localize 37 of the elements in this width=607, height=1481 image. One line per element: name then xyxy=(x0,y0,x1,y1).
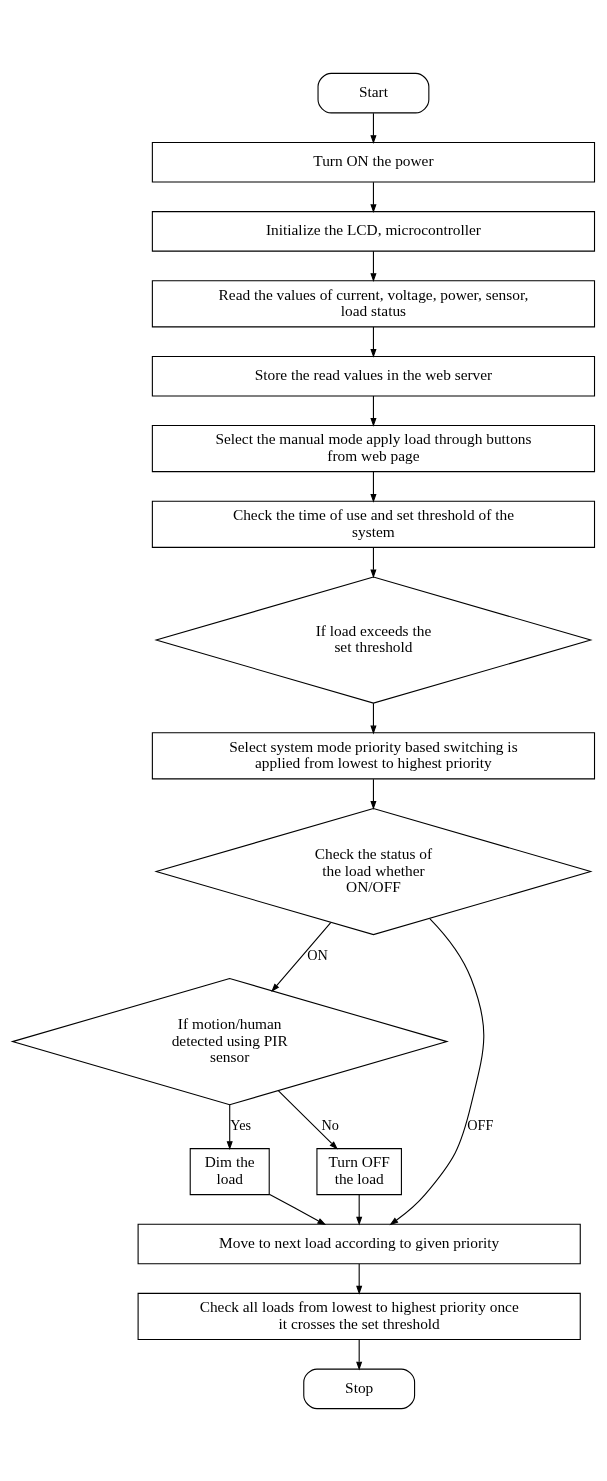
node-box: Turn ON the power xyxy=(151,141,596,183)
arrow xyxy=(370,778,377,810)
arrow xyxy=(356,1262,363,1295)
edge-label: ON xyxy=(307,946,328,963)
arrow xyxy=(370,181,377,213)
arrow xyxy=(356,1193,363,1226)
arrow xyxy=(370,395,377,427)
arrow xyxy=(370,470,377,503)
arrow xyxy=(389,917,485,1225)
node-box: Check the time of use and set threshold of the system xyxy=(151,500,596,548)
arrow xyxy=(226,1103,233,1150)
node-box: Move to next load according to given priority xyxy=(137,1223,581,1264)
node-box: Stop xyxy=(303,1368,416,1409)
edge-label: No xyxy=(321,1116,339,1133)
edge-label: Yes xyxy=(230,1116,252,1133)
edge-label: OFF xyxy=(467,1116,494,1133)
arrow xyxy=(356,1338,363,1370)
arrow xyxy=(268,1193,327,1225)
node-diamond: Check the status of the load whether ON/OFF xyxy=(154,807,593,935)
node-box: Read the values of current, voltage, power, sensor, load status xyxy=(151,279,596,327)
node-box: Select system mode priority based switching is applied from lowest to highest priority xyxy=(151,731,596,779)
arrow xyxy=(370,112,377,144)
arrow xyxy=(370,546,377,578)
node-box: Turn OFF the load xyxy=(316,1147,402,1195)
node-diamond: If load exceeds the set threshold xyxy=(154,575,593,704)
node-diamond: If motion/human detected using PIR sensor xyxy=(10,977,449,1105)
arrow xyxy=(370,326,377,358)
arrow xyxy=(277,1089,338,1150)
node-box: Select the manual mode apply load through buttons from web page xyxy=(151,424,596,472)
node-box: Start xyxy=(317,72,430,113)
arrow xyxy=(370,702,377,734)
node-box: Dim the load xyxy=(189,1147,270,1195)
arrow xyxy=(271,921,332,992)
arrow xyxy=(370,250,377,282)
node-box: Initialize the LCD, microcontroller xyxy=(151,210,596,252)
node-box: Check all loads from lowest to highest priority once it crosses the set threshold xyxy=(137,1292,581,1340)
node-box: Store the read values in the web server xyxy=(151,355,596,396)
